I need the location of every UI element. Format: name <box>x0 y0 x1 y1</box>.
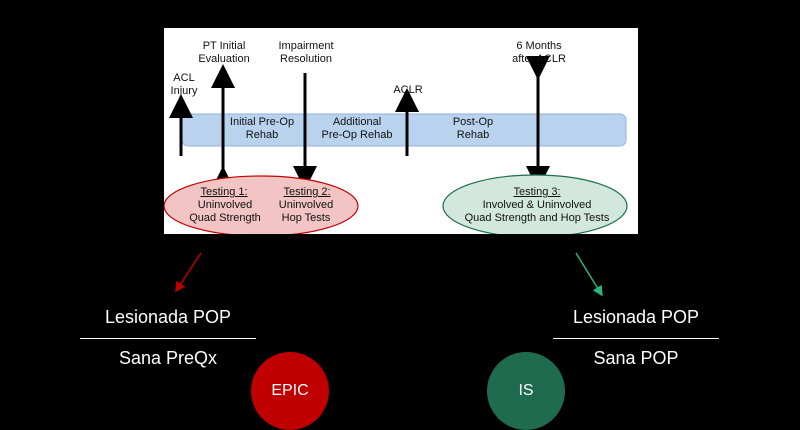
red-pointer-arrow <box>175 252 202 293</box>
testing-2-desc: Uninvolved Hop Tests <box>278 199 334 224</box>
left-ratio-denominator: Sana PreQx <box>118 348 218 368</box>
testing-1-title: Testing 1: <box>200 186 248 198</box>
green-pointer-arrow <box>575 252 603 297</box>
six-months-label: 6 Months after ACLR <box>512 40 566 65</box>
epic-badge: EPIC <box>251 352 329 430</box>
right-ratio-denominator: Sana POP <box>593 348 679 368</box>
testing-3-desc: Involved & Uninvolved Quad Strength and … <box>464 199 610 224</box>
testing-1-desc: Uninvolved Quad Strength <box>189 199 261 224</box>
timeline-diagram: ACL Injury PT Initial Evaluation Impairm… <box>164 28 638 234</box>
is-badge: IS <box>487 352 565 430</box>
impairment-label: Impairment Resolution <box>278 40 334 65</box>
testing-2-title: Testing 2: <box>283 186 331 198</box>
phase-additional-preop: Additional Pre-Op Rehab <box>321 116 393 141</box>
timeline-graphics <box>164 56 628 234</box>
phase-postop: Post-Op Rehab <box>452 116 494 141</box>
left-ratio-numerator: Lesionada POP <box>104 307 232 327</box>
left-ratio-divider <box>80 338 256 339</box>
aclr-label: ACLR <box>393 84 423 96</box>
pt-initial-label: PT Initial Evaluation <box>198 40 250 65</box>
right-ratio-divider <box>553 338 719 339</box>
phase-initial-preop: Initial Pre-Op Rehab <box>229 116 295 141</box>
testing-oval-right <box>442 174 628 234</box>
right-ratio-numerator: Lesionada POP <box>572 307 700 327</box>
testing-3-title: Testing 3: <box>513 186 561 198</box>
acl-injury-label: ACL Injury <box>170 72 198 97</box>
testing-oval-left <box>164 175 359 234</box>
